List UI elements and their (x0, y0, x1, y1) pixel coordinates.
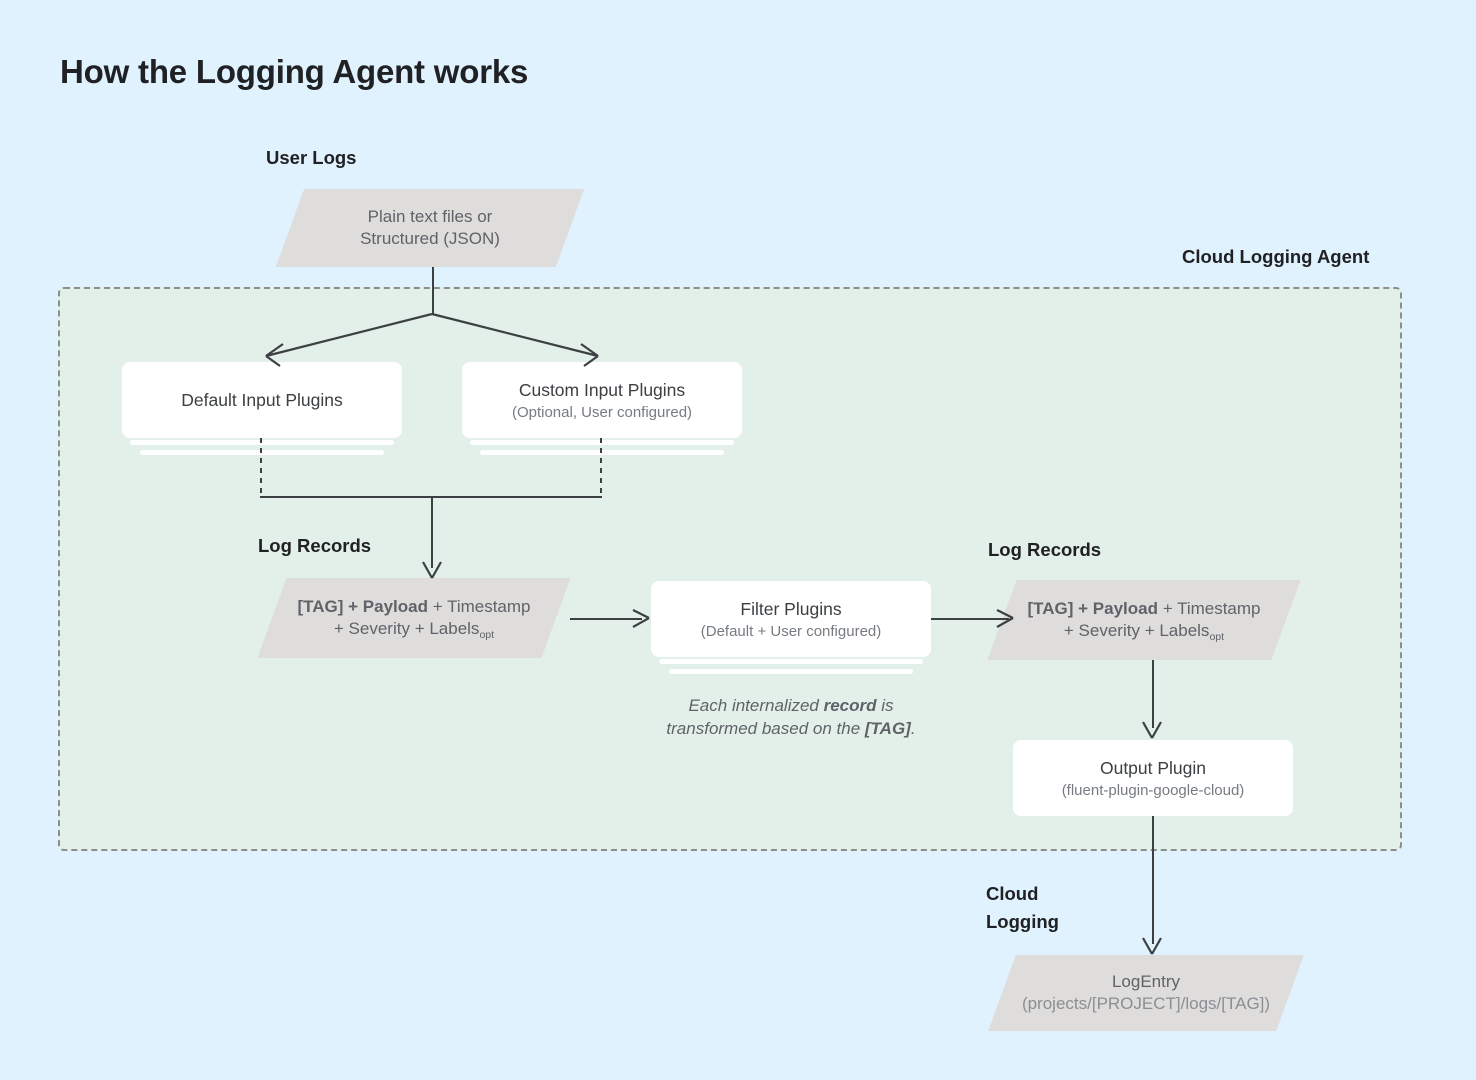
connector-custom-stub (600, 438, 602, 496)
filter-plugins-stack-layer-2 (669, 669, 913, 674)
custom-input-plugins-subtitle: (Optional, User configured) (511, 403, 693, 421)
connector-filter-to-record (931, 618, 1009, 620)
log-record-left-line2-text: + Severity + Labels (333, 619, 480, 638)
connector-default-stub (260, 438, 262, 496)
default-input-plugins-title: Default Input Plugins (181, 389, 343, 410)
node-log-entry: LogEntry (projects/[PROJECT]/logs/[TAG]) (988, 955, 1304, 1031)
user-logs-line1: Plain text files or (367, 206, 493, 226)
log-record-right-line2-sub: opt (1209, 630, 1225, 643)
filter-plugins-subtitle: (Default + User configured) (700, 622, 882, 640)
log-entry-title: LogEntry (1111, 971, 1181, 991)
log-record-left-line2: + Severity + Labelsopt (333, 618, 495, 641)
log-entry-subtitle: (projects/[PROJECT]/logs/[TAG]) (1021, 994, 1271, 1013)
node-log-record-left: [TAG] + Payload + Timestamp + Severity +… (257, 578, 571, 658)
transform-note-part2: is (876, 696, 894, 715)
log-record-right-line2: + Severity + Labelsopt (1063, 620, 1225, 643)
group-label-log-records-right: Log Records (988, 539, 1102, 560)
custom-input-stack-layer-1 (470, 440, 734, 445)
log-record-left-line2-sub: opt (479, 628, 495, 641)
group-label-user-logs: User Logs (266, 147, 357, 168)
connector-userlogs-down (432, 267, 434, 315)
group-label-cloud-logging-agent: Cloud Logging Agent (1182, 246, 1370, 267)
custom-input-stack-layer-2 (480, 450, 724, 455)
output-plugin-subtitle: (fluent-plugin-google-cloud) (1061, 781, 1245, 799)
custom-input-plugins-title: Custom Input Plugins (518, 379, 686, 400)
log-record-right-line1: [TAG] + Payload + Timestamp (1027, 598, 1260, 620)
transform-note-bold-record: record (823, 696, 877, 715)
page-title: How the Logging Agent works (60, 53, 529, 90)
connector-merge-down (431, 496, 433, 568)
group-label-cloud-logging: Cloud Logging (986, 883, 1059, 933)
log-record-left-line1: [TAG] + Payload + Timestamp (297, 596, 530, 618)
connector-record-to-output (1152, 660, 1154, 728)
node-log-record-right: [TAG] + Payload + Timestamp + Severity +… (987, 580, 1301, 660)
log-record-right-line2-text: + Severity + Labels (1063, 621, 1210, 640)
output-plugin-title: Output Plugin (1099, 757, 1207, 778)
node-output-plugin[interactable]: Output Plugin (fluent-plugin-google-clou… (1013, 740, 1293, 816)
transform-note-part1: Each internalized (688, 696, 824, 715)
log-record-left-rest: + Timestamp (428, 596, 531, 616)
user-logs-line2: Structured (JSON) (360, 229, 500, 248)
node-filter-plugins[interactable]: Filter Plugins (Default + User configure… (651, 581, 931, 657)
node-custom-input-plugins[interactable]: Custom Input Plugins (Optional, User con… (462, 362, 742, 438)
transform-note-bold-tag: [TAG] (864, 719, 911, 739)
transform-note: Each internalized record is transformed … (641, 694, 941, 741)
node-user-logs-source: Plain text files or Structured (JSON) (275, 189, 585, 267)
filter-plugins-title: Filter Plugins (740, 598, 842, 619)
log-record-right-rest: + Timestamp (1158, 598, 1261, 618)
default-input-stack-layer-2 (140, 450, 384, 455)
connector-record-to-filter (570, 618, 642, 620)
filter-plugins-stack-layer-1 (659, 659, 923, 664)
transform-note-part3: transformed based on the (666, 719, 865, 739)
connector-output-to-logentry (1152, 816, 1154, 944)
group-label-log-records-left: Log Records (258, 535, 372, 556)
node-default-input-plugins[interactable]: Default Input Plugins (122, 362, 402, 438)
log-record-left-bold: [TAG] + Payload (297, 596, 428, 616)
log-record-right-bold: [TAG] + Payload (1027, 598, 1158, 618)
transform-note-part4: . (910, 719, 916, 739)
default-input-stack-layer-1 (130, 440, 394, 445)
